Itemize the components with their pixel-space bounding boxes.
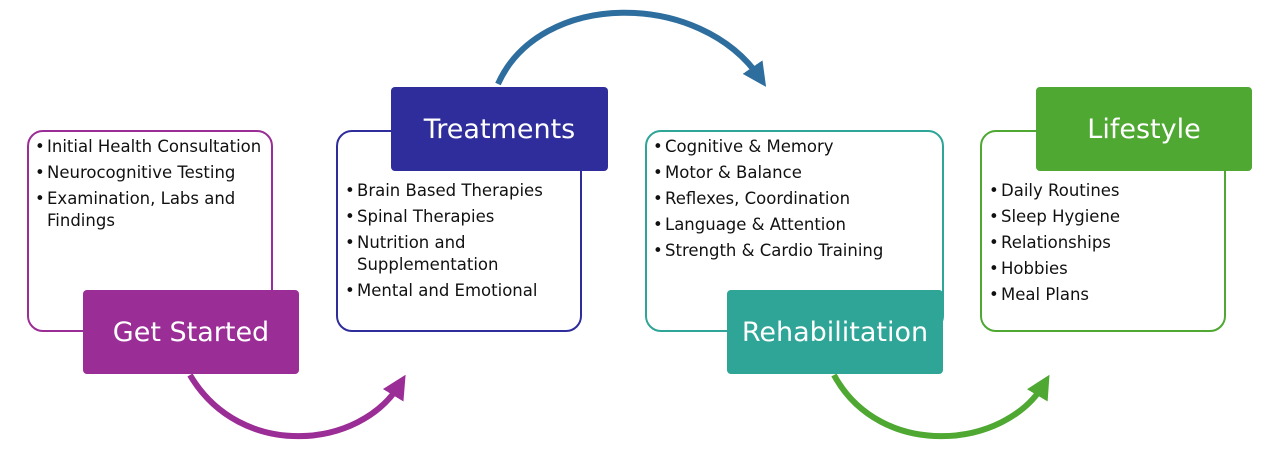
list-item: Hobbies — [989, 258, 1221, 280]
list-item: Nutrition and Supplementation — [345, 232, 577, 276]
list-item: Neurocognitive Testing — [35, 162, 267, 184]
list-item: Initial Health Consultation — [35, 136, 267, 158]
arrow-rehabilitation-to-lifestyle — [831, 373, 1050, 440]
list-item: Reflexes, Coordination — [653, 188, 939, 210]
arrow-get-started-to-treatments — [187, 373, 406, 440]
get-started-list: Initial Health Consultation Neurocogniti… — [35, 136, 267, 236]
list-item: Language & Attention — [653, 214, 939, 236]
list-item: Cognitive & Memory — [653, 136, 939, 158]
rehabilitation-label: Rehabilitation — [727, 290, 943, 374]
list-item: Meal Plans — [989, 284, 1221, 306]
list-item: Brain Based Therapies — [345, 180, 577, 202]
lifestyle-list: Daily Routines Sleep Hygiene Relationshi… — [989, 180, 1221, 310]
list-item: Strength & Cardio Training — [653, 240, 939, 262]
list-item: Sleep Hygiene — [989, 206, 1221, 228]
list-item: Examination, Labs and Findings — [35, 188, 267, 232]
lifestyle-label: Lifestyle — [1036, 87, 1252, 171]
list-item: Mental and Emotional — [345, 280, 577, 302]
get-started-label: Get Started — [83, 290, 299, 374]
rehabilitation-list: Cognitive & Memory Motor & Balance Refle… — [653, 136, 939, 266]
list-item: Motor & Balance — [653, 162, 939, 184]
list-item: Spinal Therapies — [345, 206, 577, 228]
list-item: Daily Routines — [989, 180, 1221, 202]
arrow-treatments-to-rehabilitation — [495, 9, 767, 87]
list-item: Relationships — [989, 232, 1221, 254]
treatments-list: Brain Based Therapies Spinal Therapies N… — [345, 180, 577, 306]
treatments-label: Treatments — [391, 87, 608, 171]
